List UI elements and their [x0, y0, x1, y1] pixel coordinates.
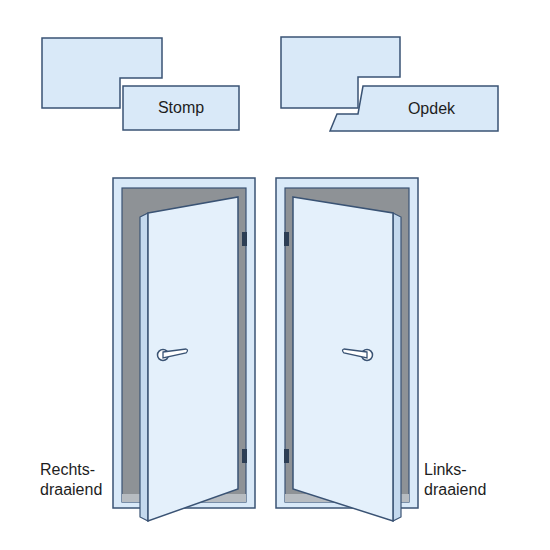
hinge	[284, 449, 289, 463]
profile-piece: Stomp	[122, 85, 240, 131]
door-edge	[140, 213, 148, 521]
handle-lever	[163, 349, 188, 358]
profile-piece: Opdek	[328, 85, 499, 132]
hinge	[242, 449, 247, 463]
profile-label: Stomp	[158, 99, 204, 117]
swing-direction-label: Links- draaiend	[424, 460, 504, 500]
handle-lever	[343, 349, 368, 358]
profile-label: Opdek	[408, 100, 455, 118]
swing-direction-label: Rechts- draaiend	[40, 460, 120, 500]
door-edge	[393, 213, 401, 521]
hinge	[242, 232, 247, 246]
door-leaf	[148, 197, 238, 521]
hinge	[284, 232, 289, 246]
door-leaf	[293, 197, 393, 521]
